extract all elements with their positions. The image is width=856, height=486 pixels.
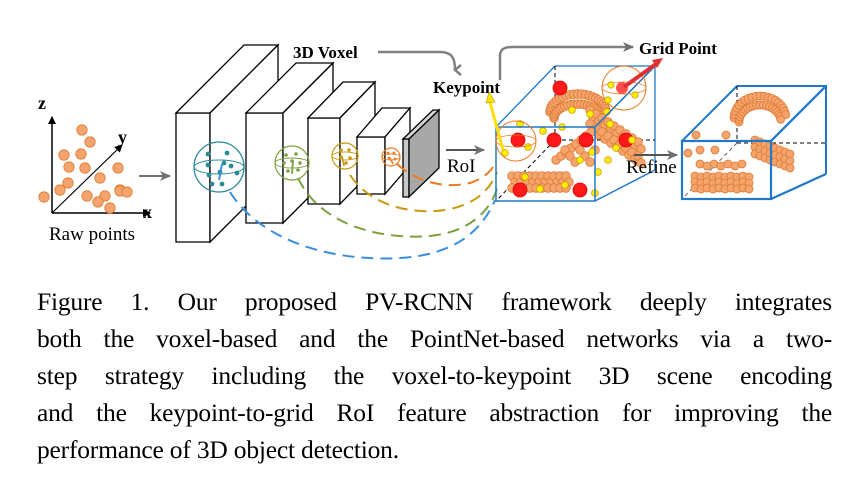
refined-point [721,130,731,140]
refined-box [680,85,827,201]
roi-point [636,158,646,168]
raw-point [63,161,75,173]
keypoint [561,181,569,189]
keypoint [586,110,594,118]
keypoint [612,144,620,152]
refined-point [744,184,754,194]
caption-line: performance of 3D object detection. [37,435,399,464]
sphere-gold [331,142,359,170]
raw-point [75,148,87,160]
refined-box-front [680,85,827,201]
raw-point [84,136,96,148]
raw-points-panel: z y x Raw points [38,93,171,245]
raw-point [81,190,93,202]
voxel-block-5 [401,108,441,199]
y-axis [51,144,123,214]
keypoint [568,106,576,114]
arrow-keypoint-to-grid [498,42,634,80]
raw-point [92,196,104,208]
keypoint [576,156,584,164]
roi-point-cloud [507,89,646,193]
keypoint [606,120,614,128]
keypoint [521,173,529,181]
roi-box [485,58,663,202]
grid-point [552,80,568,96]
refined-point [683,148,693,158]
raw-point [112,162,124,174]
axis-z-label: z [38,93,46,113]
grid-point [572,182,588,198]
sphere-orange [381,147,401,167]
voxel-label: 3D Voxel [293,43,358,62]
grid-point [578,132,594,148]
grid-point-sphere [601,58,663,111]
raw-point [54,184,66,196]
keypoint-label: Keypoint [433,78,500,97]
grid-point [546,132,562,148]
dash-curve-gold [349,171,498,213]
keypoint [604,156,612,164]
raw-point [58,149,70,161]
roi-box-front [495,65,656,202]
roi-point [585,157,595,167]
sphere-green [274,145,310,181]
raw-point [38,191,50,203]
refined-point [710,145,720,155]
raw-point [121,186,133,198]
raw-point [76,124,88,136]
caption-line: Figure 1. Our proposed PV-RCNN framework… [37,287,832,316]
axis-y-label: y [118,127,127,147]
refined-point [785,163,795,173]
pv-rcnn-figure: z y x Raw points [38,39,827,260]
figure-caption: Figure 1. Our proposed PV-RCNN framework… [37,283,832,468]
dash-curve-blue [229,191,496,260]
raw-points-label: Raw points [49,224,135,245]
keypoint [501,149,509,157]
keypoint [628,136,636,144]
grid-point-label: Grid Point [639,39,717,58]
roi-point [565,151,575,161]
refined-point [737,159,747,169]
caption-line: both the voxel-based and the PointNet-ba… [37,324,832,353]
refined-point [691,130,701,140]
raw-point [62,177,74,189]
caption-line: step strategy including the voxel-to-key… [37,361,832,390]
voxel-backbone [174,43,441,244]
refined-point [695,145,705,155]
grid-point [512,182,528,198]
keypoint [536,185,544,193]
roi-point [575,145,585,155]
raw-point [104,202,116,214]
roi-keypoints [501,80,636,198]
caption-line: and the keypoint-to-grid RoI feature abs… [37,398,832,427]
raw-point-cloud [38,124,133,214]
dash-curve-orange [396,161,497,187]
sphere-teal [193,141,245,193]
roi-label: RoI [447,156,476,177]
keypoint [524,143,532,151]
voxel-block-1 [174,43,280,244]
arrow-voxel-to-keypoint [378,50,462,76]
dash-curve-green [297,177,499,238]
raw-point [94,172,106,184]
keypoint [539,127,547,135]
roi-point [560,145,570,155]
feature-aggregation-curves [229,161,499,260]
refined-point [776,114,786,124]
keypoint-sphere [485,91,537,162]
refine-label: Refine [626,157,677,178]
axis-x-label: x [143,202,152,222]
raw-point [79,162,91,174]
